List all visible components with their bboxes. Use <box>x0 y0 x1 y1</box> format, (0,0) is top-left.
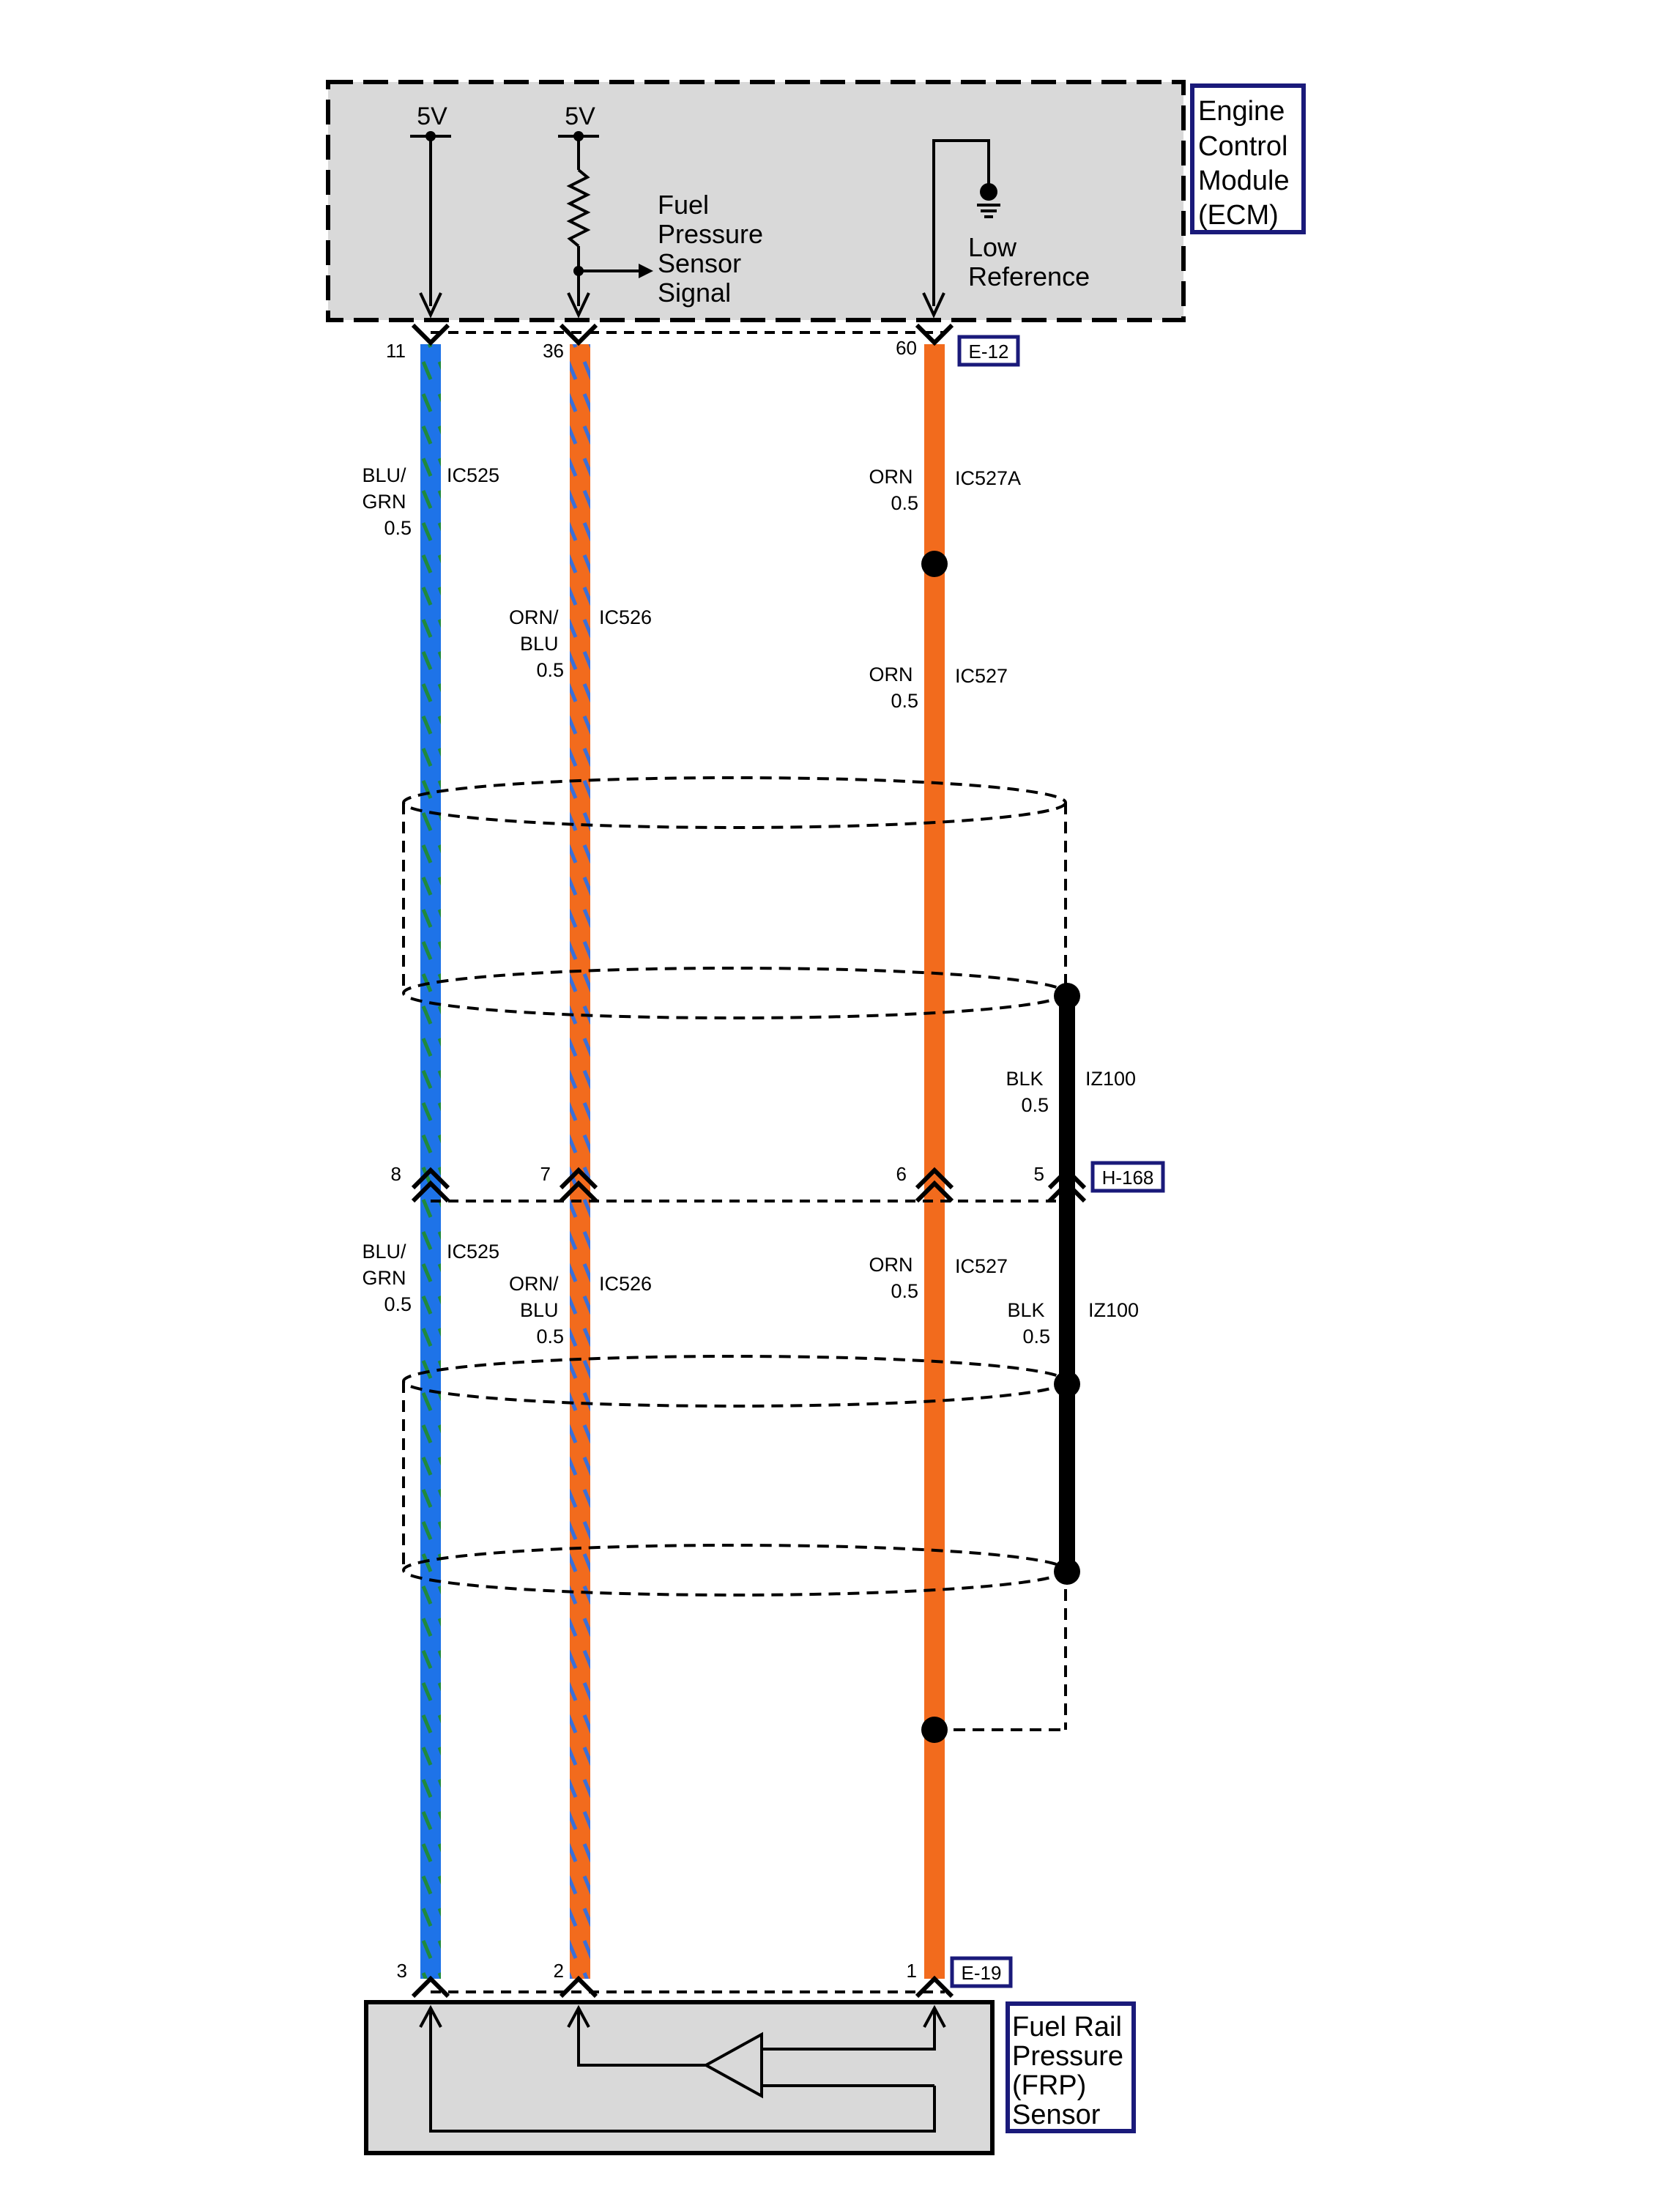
e19-id: E-19 <box>962 1962 1002 1984</box>
e19-pin-2: 2 <box>554 1960 564 1982</box>
low-reference-label: Low Reference <box>968 232 1090 291</box>
supply-5v-2-label: 5V <box>565 103 595 130</box>
ecm-box <box>326 80 1186 322</box>
frp-sensor <box>364 2000 995 2155</box>
w1-lower-color: BLU/ GRN 0.5 <box>362 1241 412 1315</box>
connector-e12: 11 36 60 E-12 <box>386 323 1020 367</box>
h168-pin-8: 8 <box>391 1163 401 1185</box>
wire-ic525 <box>420 344 441 1979</box>
cable-shield-upper <box>402 776 1067 1019</box>
ecm-label-box: Engine Control Module (ECM) <box>1190 83 1306 234</box>
signal-arrow-icon <box>639 264 653 278</box>
pullup-resistor-icon <box>566 168 591 248</box>
h168-pin-6: 6 <box>896 1163 907 1185</box>
h168-id: H-168 <box>1102 1167 1154 1189</box>
sensor-amplifier-icon <box>702 2031 763 2099</box>
ecm-module: 5V 5V Fuel Pressure Sensor Signal <box>326 80 1186 322</box>
drain-wire-iz100 <box>1059 996 1075 1572</box>
ground-icon <box>980 183 997 201</box>
h168-pin-7: 7 <box>540 1163 551 1185</box>
frp-sensor-box <box>364 2000 995 2155</box>
drain-lower-color: BLK 0.5 <box>1007 1299 1050 1347</box>
e12-pin-36: 36 <box>543 340 564 362</box>
wire-ic527 <box>924 344 945 1979</box>
shield-drain-splice-1 <box>1054 983 1080 1009</box>
connector-e19: 3 2 1 E-19 <box>397 1956 1013 1999</box>
splice-ic527 <box>921 551 948 577</box>
w1-upper-circuit: IC525 <box>447 464 499 486</box>
frp-label: Fuel Rail Pressure (FRP) Sensor <box>1012 2012 1131 2130</box>
w3-mid-circuit: IC527 <box>955 665 1008 687</box>
w2-upper-circuit: IC526 <box>599 606 652 628</box>
supply-5v-1-label: 5V <box>417 103 447 130</box>
drain-upper-circuit: IZ100 <box>1085 1068 1136 1090</box>
connector-h168: 8 7 6 5 H-168 <box>391 1161 1165 1203</box>
supply-5v-1: 5V <box>410 103 451 319</box>
e12-id: E-12 <box>969 341 1009 363</box>
cable-shield-lower <box>402 1355 1067 1730</box>
w2-upper-color: ORN/ BLU 0.5 <box>509 606 564 681</box>
w3-lower-color: ORN 0.5 <box>869 1254 918 1302</box>
w2-lower-circuit: IC526 <box>599 1273 652 1295</box>
ecm-label: Engine Control Module (ECM) <box>1198 96 1297 231</box>
e12-pin-11: 11 <box>386 340 406 362</box>
drain-lower-circuit: IZ100 <box>1088 1299 1139 1321</box>
wire-ic526 <box>570 344 590 1979</box>
w1-upper-color: BLU/ GRN 0.5 <box>362 464 412 539</box>
e19-pin-3: 3 <box>397 1960 407 1982</box>
drain-upper-color: BLK 0.5 <box>1006 1068 1049 1116</box>
e19-pin-1: 1 <box>907 1960 917 1982</box>
h168-pin-5: 5 <box>1034 1163 1044 1185</box>
w2-lower-color: ORN/ BLU 0.5 <box>509 1273 564 1347</box>
low-reference-circuit <box>922 139 1000 319</box>
w3-lower-circuit: IC527 <box>955 1255 1008 1277</box>
shield-drain-splice-3 <box>1054 1558 1080 1585</box>
supply-5v-2: 5V <box>558 103 653 319</box>
w3-top-color: ORN 0.5 <box>869 466 918 514</box>
signal-label: Fuel Pressure Sensor Signal <box>658 190 770 308</box>
w3-mid-color: ORN 0.5 <box>869 663 918 712</box>
w1-lower-circuit: IC525 <box>447 1241 499 1263</box>
frp-label-box: Fuel Rail Pressure (FRP) Sensor <box>1006 2001 1136 2133</box>
shield-drain-splice-2 <box>1054 1371 1080 1397</box>
w3-top-circuit: IC527A <box>955 467 1021 489</box>
e12-pin-60: 60 <box>896 337 917 359</box>
